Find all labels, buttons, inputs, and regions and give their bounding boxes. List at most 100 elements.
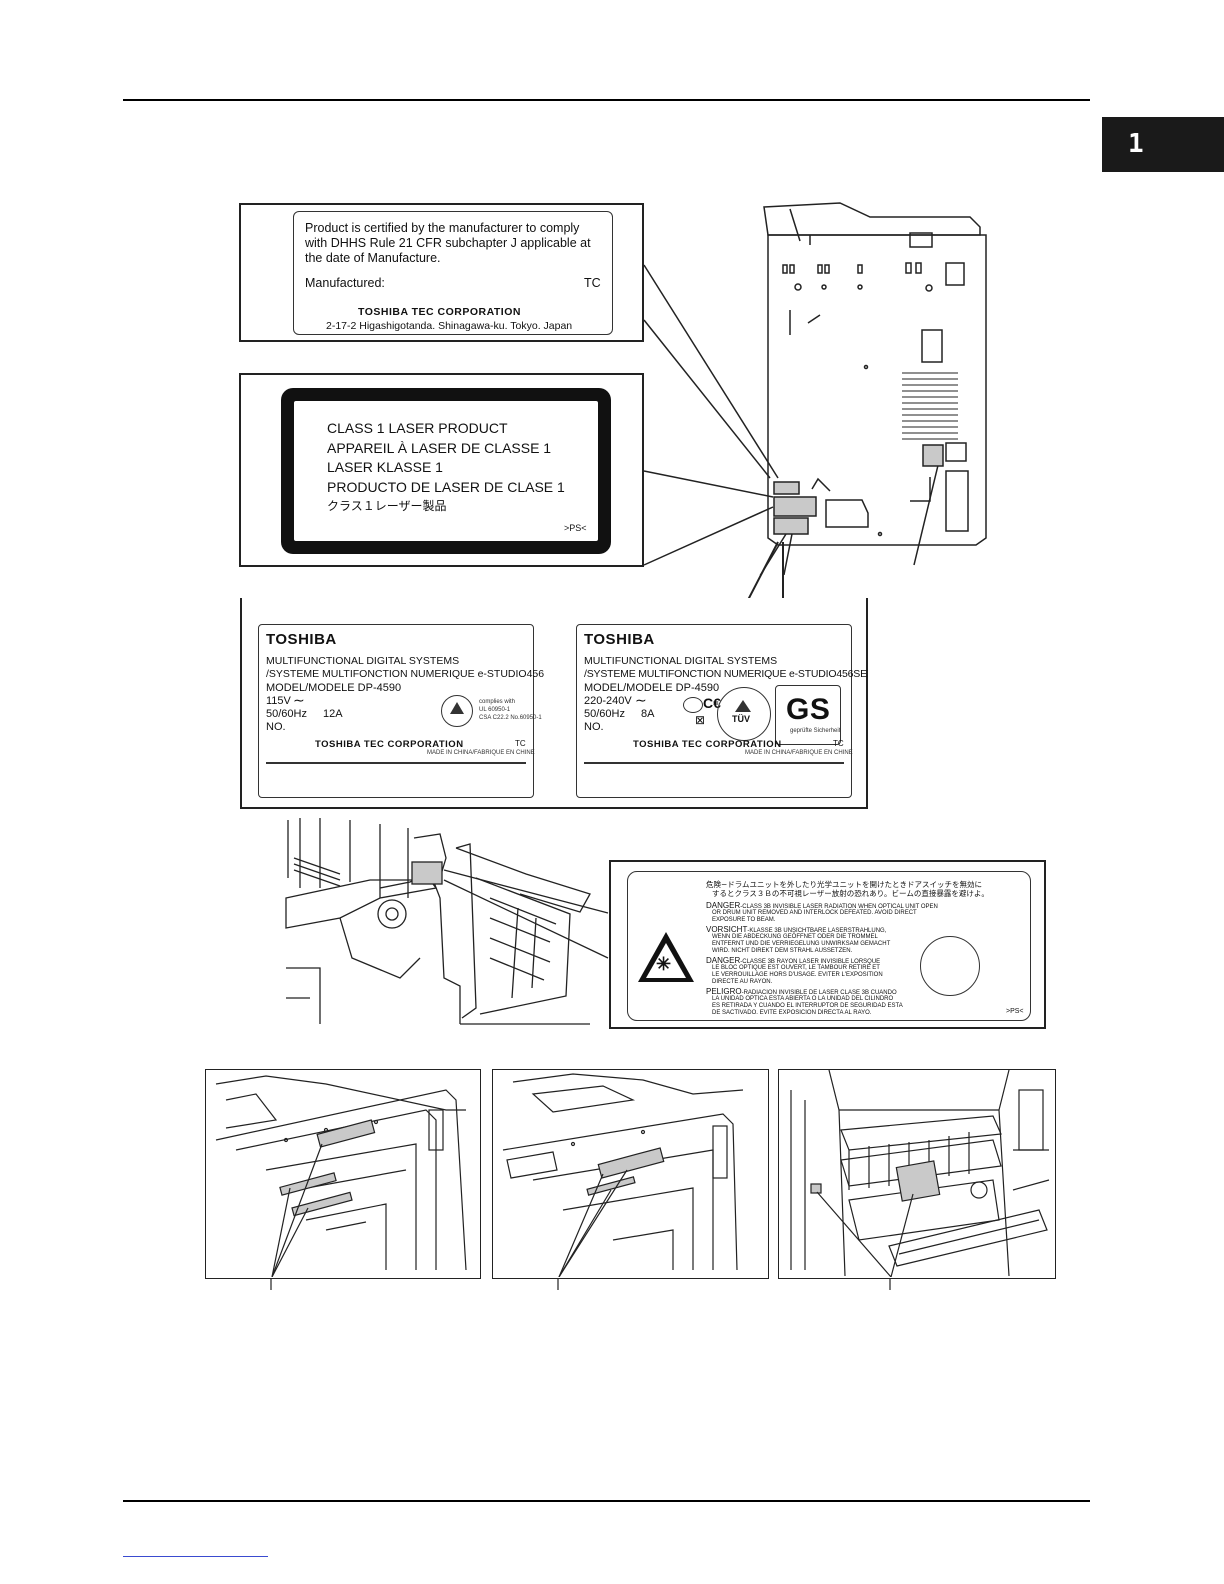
- rating-line-2: /SYSTEME MULTIFONCTION NUMERIQUE e-STUDI…: [266, 668, 545, 680]
- cert-text-3: CSA C22.2 No.60950-1: [479, 715, 542, 721]
- laser-burst-icon: ✳: [656, 954, 672, 974]
- serial-no-label: NO.: [266, 721, 286, 733]
- rating-tc: TC: [515, 739, 526, 748]
- peligro-head: PELIGRO-RADIACION INVISIBLE DE LASER CLA…: [706, 987, 897, 997]
- rating-company: TOSHIBA TEC CORPORATION: [633, 739, 782, 750]
- danger-fr-head: DANGER-CLASSE 3B RAYON LASER INVISIBLE L…: [706, 956, 880, 966]
- vorsicht-head: VORSICHT-KLASSE 3B UNSICHTBARE LASERSTRA…: [706, 925, 886, 935]
- footer-rule: [123, 1500, 1090, 1502]
- vorsicht-title: VORSICHT: [706, 925, 748, 934]
- peligro-title: PELIGRO: [706, 987, 742, 996]
- tuv-cert-icon: TÜV: [717, 687, 771, 741]
- ac-icon: ∼: [293, 692, 305, 708]
- rating-line-3: MODEL/MODELE DP-4590: [584, 682, 720, 694]
- danger-fr-line-3: LE VERROUILLAGE HORS D'USAGE. EVITER L'E…: [712, 972, 883, 978]
- company-address: 2-17-2 Higashigotanda. Shinagawa-ku. Tok…: [326, 320, 573, 332]
- rating-labels-frame: TOSHIBA MULTIFUNCTIONAL DIGITAL SYSTEMS …: [240, 598, 868, 809]
- gs-mark-icon: GS geprüfte Sicherheit: [775, 685, 841, 745]
- chapter-number: 1: [1128, 128, 1144, 159]
- rating-company: TOSHIBA TEC CORPORATION: [315, 739, 464, 750]
- cert-text-1: complies with: [479, 699, 516, 705]
- gs-subtext: geprüfte Sicherheit: [790, 728, 841, 734]
- blank-circle-seal: [920, 936, 980, 996]
- danger-en-line-1: -CLASS 3B INVISIBLE LASER RADIATION WHEN…: [740, 904, 938, 910]
- vorsicht-line-4: WIRD. NICHT DIREKT DEM STRAHL AUSSETZEN.: [712, 948, 853, 954]
- leader-middle-tail: [557, 1278, 559, 1290]
- laser-code: >PS<: [564, 523, 587, 533]
- laser-line-3: LASER KLASSE 1: [327, 459, 443, 475]
- rating-origin: MADE IN CHINA/FABRIQUE EN CHINE: [745, 750, 853, 756]
- rating-label-230v: TOSHIBA MULTIFUNCTIONAL DIGITAL SYSTEMS …: [576, 624, 867, 798]
- dhhs-line-1: Product is certified by the manufacturer…: [305, 221, 580, 235]
- rating-line-1: MULTIFUNCTIONAL DIGITAL SYSTEMS: [266, 655, 460, 667]
- company-name: TOSHIBA TEC CORPORATION: [358, 306, 521, 318]
- label-divider: [584, 762, 844, 764]
- leader-left-tail: [270, 1278, 272, 1290]
- laser-line-2: APPAREIL À LASER DE CLASSE 1: [327, 440, 552, 456]
- peligro-line-2: LA UNIDAD OPTICA ESTA ABIERTA O LA UNIDA…: [712, 996, 894, 1002]
- cert-text-2: UL 60950-1: [479, 707, 511, 713]
- danger-jp-line-1: 危険−ドラムユニットを外したり光学ユニットを開けたときドアスイッチを無効に: [706, 880, 983, 889]
- voltage-value: 115V: [266, 695, 291, 707]
- chapter-tab-underline: [1102, 170, 1224, 172]
- danger-en-line-2: OR DRUM UNIT REMOVED AND INTERLOCK DEFEA…: [712, 910, 917, 916]
- vorsicht-line-1: -KLASSE 3B UNSICHTBARE LASERSTRAHLUNG,: [747, 928, 887, 934]
- danger-en-head: DANGER-CLASS 3B INVISIBLE LASER RADIATIO…: [706, 901, 938, 911]
- vorsicht-line-3: ENTFERNT UND DIE VERRIEGELUNG UNWIRKSAM …: [712, 941, 891, 947]
- detail-view-middle: [492, 1069, 769, 1279]
- danger-code: >PS<: [1006, 1008, 1024, 1015]
- rating-tc: TC: [833, 739, 844, 748]
- dhhs-line-3: the date of Manufacture.: [305, 251, 441, 265]
- voltage-value: 220-240V: [584, 695, 632, 707]
- danger-fr-line-2: LE BLOC OPTIQUE EST OUVERT, LE TAMBOUR R…: [712, 965, 880, 971]
- weee-bin-icon: ⊠: [695, 713, 706, 727]
- ac-icon: ∼: [635, 692, 647, 708]
- vorsicht-line-2: WENN DIE ABDECKUNG GEÖFFNET ODER DIE TRO…: [712, 934, 878, 940]
- amps-value: 8A: [641, 708, 655, 720]
- chapter-tab[interactable]: 1: [1102, 117, 1224, 170]
- toshiba-logo: TOSHIBA: [266, 631, 337, 648]
- leader-right-tail: [889, 1278, 891, 1290]
- tuv-text: TÜV: [732, 714, 750, 724]
- danger-en-title: DANGER: [706, 901, 741, 910]
- gs-text: GS: [786, 693, 831, 726]
- frequency-value: 50/60Hz: [266, 708, 307, 720]
- amps-value: 12A: [323, 708, 343, 720]
- danger-fr-title: DANGER: [706, 956, 741, 965]
- dhhs-label: Product is certified by the manufacturer…: [293, 211, 613, 335]
- dhhs-label-frame: Product is certified by the manufacturer…: [239, 203, 644, 342]
- frequency-value: 50/60Hz: [584, 708, 625, 720]
- label-divider: [266, 762, 526, 764]
- rating-line-2: /SYSTEME MULTIFONCTION NUMERIQUE e-STUDI…: [584, 668, 867, 680]
- printer-front-open-illustration: [285, 818, 609, 1025]
- danger-fr-line-1: -CLASSE 3B RAYON LASER INVISIBLE LORSQUE: [740, 959, 881, 965]
- danger-label-frame: ✳ 危険−ドラムユニットを外したり光学ユニットを開けたときドアスイッチを無効に …: [609, 860, 1046, 1029]
- manufactured-label: Manufactured:: [305, 276, 385, 290]
- dhhs-line-2: with DHHS Rule 21 CFR subchapter J appli…: [305, 236, 591, 250]
- rating-line-1: MULTIFUNCTIONAL DIGITAL SYSTEMS: [584, 655, 778, 667]
- rating-line-3: MODEL/MODELE DP-4590: [266, 682, 402, 694]
- header-rule: [123, 99, 1090, 101]
- toshiba-logo: TOSHIBA: [584, 631, 655, 648]
- peligro-line-3: ES RETIRADA Y CUANDO EL INTERRUPTOR DE S…: [712, 1003, 903, 1009]
- laser-class1-frame: CLASS 1 LASER PRODUCT APPAREIL À LASER D…: [239, 373, 644, 567]
- laser-warning-icon: ✳: [638, 932, 694, 988]
- printer-back-illustration: [643, 202, 987, 575]
- pct-cert-icon: [683, 697, 703, 713]
- csa-cert-icon: [441, 695, 473, 727]
- laser-line-1: CLASS 1 LASER PRODUCT: [327, 420, 508, 436]
- laser-line-jp: クラス１レーザー製品: [327, 499, 447, 513]
- danger-jp-line-2: するとクラス３Ｂの不可視レーザー放射の恐れあり。ビームの直接暴露を避けよ。: [712, 889, 989, 898]
- rating-label-115v: TOSHIBA MULTIFUNCTIONAL DIGITAL SYSTEMS …: [258, 624, 544, 798]
- danger-fr-line-4: DIRECTE AU RAYON.: [712, 979, 773, 985]
- detail-view-left: [205, 1069, 481, 1279]
- serial-no-label: NO.: [584, 721, 604, 733]
- detail-view-right: [778, 1069, 1056, 1279]
- laser-line-4: PRODUCTO DE LASER DE CLASE 1: [327, 479, 565, 495]
- tc-code: TC: [584, 276, 601, 290]
- footer-link-underline[interactable]: [123, 1556, 268, 1557]
- danger-label: ✳ 危険−ドラムユニットを外したり光学ユニットを開けたときドアスイッチを無効に …: [627, 871, 1031, 1021]
- danger-en-line-3: EXPOSURE TO BEAM.: [712, 917, 776, 923]
- laser-class1-label: CLASS 1 LASER PRODUCT APPAREIL À LASER D…: [281, 388, 611, 554]
- rating-origin: MADE IN CHINA/FABRIQUE EN CHINE: [427, 750, 535, 756]
